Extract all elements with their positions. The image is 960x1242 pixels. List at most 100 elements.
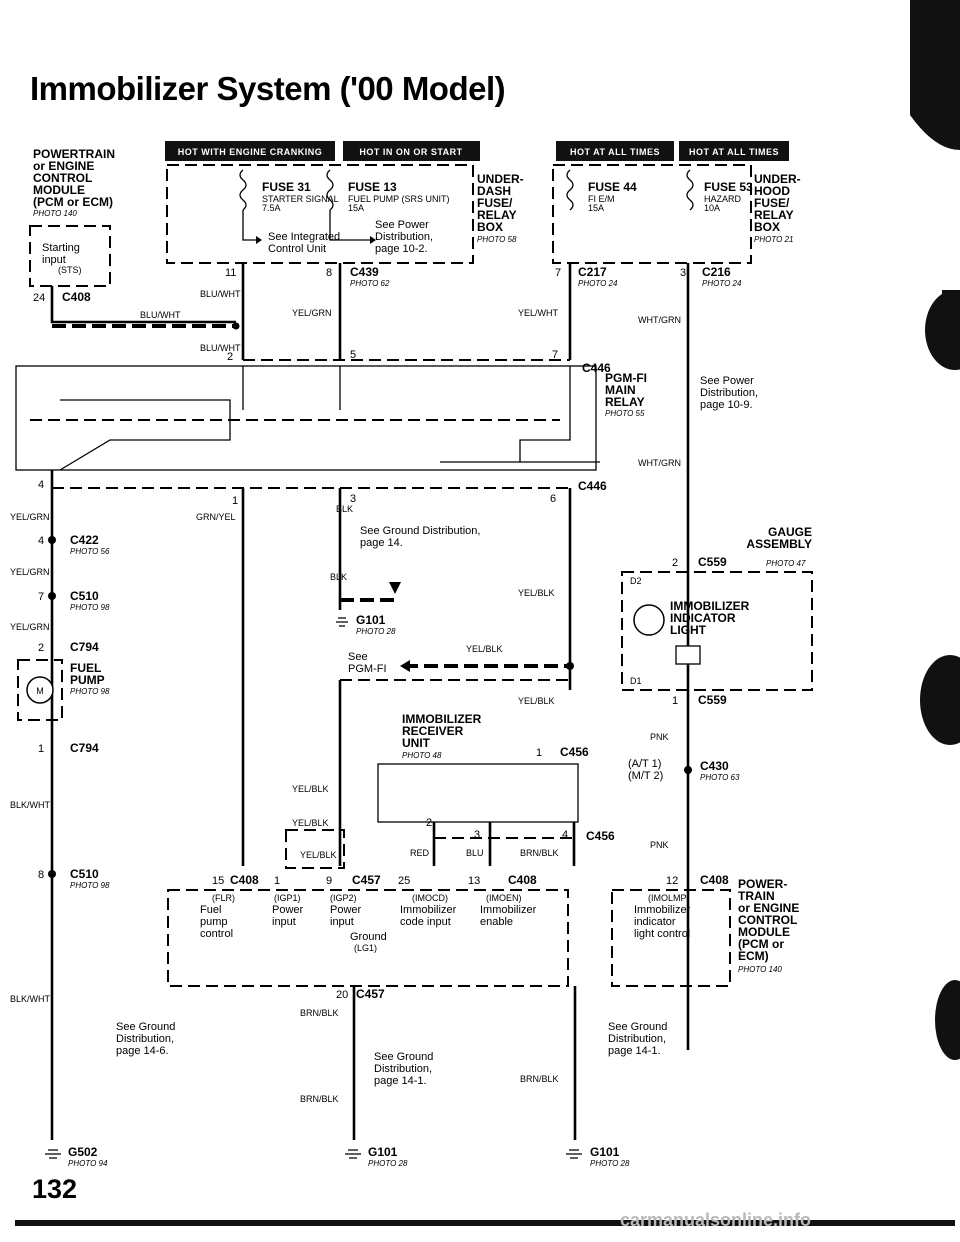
svg-text:HOT IN ON OR START: HOT IN ON OR START	[359, 147, 462, 157]
svg-text:7.5A: 7.5A	[262, 203, 281, 213]
svg-text:(IMOCD): (IMOCD)	[412, 893, 448, 903]
svg-text:Control Unit: Control Unit	[268, 243, 326, 255]
see-power-distribution-right: See Power Distribution, page 10-9.	[700, 375, 758, 411]
svg-text:PHOTO 28: PHOTO 28	[590, 1159, 630, 1168]
svg-text:BLK: BLK	[336, 504, 353, 514]
svg-text:D1: D1	[630, 676, 642, 686]
svg-text:Starting: Starting	[42, 242, 80, 254]
svg-text:(FLR): (FLR)	[212, 893, 235, 903]
svg-text:page 10-9.: page 10-9.	[700, 399, 753, 411]
svg-text:ECM): ECM)	[738, 949, 769, 963]
svg-text:C408: C408	[700, 873, 729, 887]
svg-text:8: 8	[38, 869, 44, 881]
see-pgm-fi-ref: See PGM-FI	[348, 651, 387, 675]
svg-text:PHOTO 98: PHOTO 98	[70, 603, 110, 612]
svg-text:(IMOLMP): (IMOLMP)	[648, 893, 690, 903]
svg-text:M: M	[36, 686, 44, 696]
svg-text:code input: code input	[400, 916, 451, 928]
svg-text:PHOTO 28: PHOTO 28	[368, 1159, 408, 1168]
svg-text:FUSE/: FUSE/	[477, 196, 513, 210]
svg-text:IMMOBILIZER: IMMOBILIZER	[670, 599, 750, 613]
svg-text:UNIT: UNIT	[402, 736, 431, 750]
svg-text:pump: pump	[200, 916, 228, 928]
svg-text:CONTROL: CONTROL	[33, 171, 92, 185]
svg-text:YEL/BLK: YEL/BLK	[518, 588, 555, 598]
svg-text:YEL/GRN: YEL/GRN	[10, 622, 50, 632]
hot-badge-all-times-1: HOT AT ALL TIMES	[556, 141, 674, 161]
pgm-fi-main-relay: PGM-FI MAIN RELAY PHOTO 55	[15, 365, 647, 471]
svg-text:DASH: DASH	[477, 184, 511, 198]
svg-text:PHOTO 24: PHOTO 24	[702, 279, 742, 288]
svg-text:1: 1	[672, 695, 678, 707]
svg-text:PHOTO 58: PHOTO 58	[477, 235, 517, 244]
svg-text:PHOTO 62: PHOTO 62	[350, 279, 390, 288]
svg-text:BLK/WHT: BLK/WHT	[10, 994, 51, 1004]
svg-text:See: See	[348, 651, 368, 663]
svg-text:HOT AT ALL TIMES: HOT AT ALL TIMES	[689, 147, 779, 157]
svg-text:24: 24	[33, 292, 45, 304]
svg-text:PHOTO 28: PHOTO 28	[356, 627, 396, 636]
svg-text:IMMOBILIZER: IMMOBILIZER	[402, 712, 482, 726]
svg-text:HOT WITH ENGINE CRANKING: HOT WITH ENGINE CRANKING	[178, 147, 323, 157]
svg-text:UNDER-: UNDER-	[477, 172, 524, 186]
svg-text:2: 2	[38, 642, 44, 654]
svg-text:PHOTO 63: PHOTO 63	[700, 773, 740, 782]
svg-text:POWERTRAIN: POWERTRAIN	[33, 147, 115, 161]
svg-text:MODULE: MODULE	[738, 925, 790, 939]
ground-g101-upper: G101 PHOTO 28	[336, 613, 396, 636]
svg-text:BRN/BLK: BRN/BLK	[300, 1008, 339, 1018]
svg-text:(A/T 1): (A/T 1)	[628, 758, 661, 770]
svg-text:4: 4	[38, 535, 44, 547]
pcm-bottom-inputs: (FLR) Fuel pump control (IGP1) Power inp…	[167, 889, 569, 987]
svg-text:GRN/YEL: GRN/YEL	[196, 512, 236, 522]
svg-text:BLU/WHT: BLU/WHT	[140, 310, 181, 320]
svg-text:20: 20	[336, 989, 348, 1001]
svg-text:C510: C510	[70, 589, 99, 603]
svg-text:C559: C559	[698, 555, 727, 569]
svg-text:HOOD: HOOD	[754, 184, 790, 198]
svg-text:PHOTO 98: PHOTO 98	[70, 881, 110, 890]
svg-text:C439: C439	[350, 265, 379, 279]
svg-text:indicator: indicator	[634, 916, 676, 928]
svg-text:RED: RED	[410, 848, 430, 858]
svg-text:13: 13	[468, 875, 480, 887]
pcm-starting-input: Starting input (STS) 24 C408	[29, 225, 111, 304]
immobilizer-receiver-unit: IMMOBILIZER RECEIVER UNIT PHOTO 48 1 C45…	[377, 712, 589, 823]
svg-text:25: 25	[398, 875, 410, 887]
svg-text:1: 1	[274, 875, 280, 887]
svg-text:(PCM or ECM): (PCM or ECM)	[33, 195, 113, 209]
svg-text:input: input	[330, 916, 354, 928]
svg-text:YEL/BLK: YEL/BLK	[292, 784, 329, 794]
svg-text:FUSE 13: FUSE 13	[348, 180, 397, 194]
page-number: 132	[32, 1174, 78, 1204]
svg-text:RELAY: RELAY	[605, 395, 645, 409]
svg-text:Immobilizer: Immobilizer	[400, 904, 457, 916]
svg-text:PHOTO 94: PHOTO 94	[68, 1159, 108, 1168]
svg-text:YEL/GRN: YEL/GRN	[292, 308, 332, 318]
svg-text:G101: G101	[368, 1145, 398, 1159]
svg-text:G101: G101	[590, 1145, 620, 1159]
svg-text:3: 3	[680, 267, 686, 279]
svg-text:(M/T 2): (M/T 2)	[628, 770, 663, 782]
svg-text:See Ground: See Ground	[116, 1021, 175, 1033]
svg-text:CONTROL: CONTROL	[738, 913, 797, 927]
pcm-light-control: (IMOLMP) Immobilizer indicator light con…	[611, 889, 731, 987]
svg-text:page 10-2.: page 10-2.	[375, 243, 428, 255]
hot-badge-all-times-2: HOT AT ALL TIMES	[679, 141, 789, 161]
svg-text:POWER-: POWER-	[738, 877, 787, 891]
gauge-assembly: GAUGE ASSEMBLY 2 C559 PHOTO 47 D2 IMMOBI…	[621, 525, 813, 707]
svg-text:BOX: BOX	[477, 220, 503, 234]
svg-text:ASSEMBLY: ASSEMBLY	[746, 537, 812, 551]
svg-text:15A: 15A	[588, 203, 604, 213]
svg-text:7: 7	[38, 591, 44, 603]
svg-text:(PCM or: (PCM or	[738, 937, 784, 951]
svg-text:10A: 10A	[704, 203, 720, 213]
svg-text:Distribution,: Distribution,	[700, 387, 758, 399]
svg-text:BRN/BLK: BRN/BLK	[520, 848, 559, 858]
binder-tabs	[15, 0, 960, 1226]
svg-text:YEL/GRN: YEL/GRN	[10, 567, 50, 577]
svg-text:C457: C457	[356, 987, 385, 1001]
svg-text:See Power: See Power	[700, 375, 754, 387]
svg-text:page 14-1.: page 14-1.	[374, 1075, 427, 1087]
